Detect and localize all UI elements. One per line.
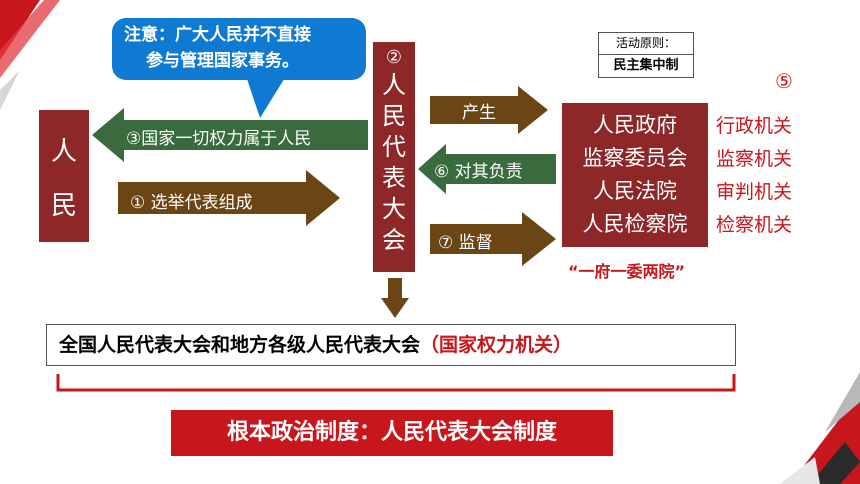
organ-type-procuratorial: 检察机关 (716, 214, 793, 236)
congress-box: 全国人民代表大会和地方各级人民代表大会（国家权力机关） (46, 324, 736, 366)
organ-type-judicial: 审判机关 (716, 181, 793, 203)
principle-title: 活动原则： (599, 33, 693, 55)
election-arrow (118, 170, 340, 226)
produce-arrow (430, 86, 548, 134)
people-char-1: 人 (50, 136, 77, 167)
principle-value: 民主集中制 (613, 58, 679, 73)
npc-char-1: 人 (382, 71, 406, 99)
power-arrow (92, 108, 368, 162)
note-callout: 注意：广大人民并不直接 参与管理国家事务。 (112, 18, 366, 80)
slogan: “一府一委两院” (568, 262, 686, 281)
congress-note: （国家权力机关） (420, 334, 573, 356)
principle-box: 活动原则： 民主集中制 (598, 32, 694, 78)
power-arrow-label: ③国家一切权力属于人民 (126, 129, 312, 149)
produce-arrow-label: 产生 (462, 103, 496, 123)
npc-number: ② (385, 47, 403, 68)
npc-char-3: 代 (382, 133, 406, 161)
election-arrow-label: ① 选举代表组成 (130, 193, 253, 213)
congress-main-text: 全国人民代表大会和地方各级人民代表大会 (59, 334, 421, 356)
down-arrow (381, 278, 409, 318)
callout-tail (246, 76, 286, 118)
note-line-2: 参与管理国家事务。 (146, 51, 299, 71)
supervise-arrow-label: ⑦ 监督 (438, 233, 493, 253)
organ-court: 人民法院 (593, 179, 677, 203)
npc-char-2: 民 (382, 102, 406, 130)
organ-type-administrative: 行政机关 (716, 115, 793, 137)
people-box: 人 民 (39, 110, 89, 242)
fundamental-system-box: 根本政治制度：人民代表大会制度 (171, 410, 613, 456)
organ-types: 行政机关 监察机关 审判机关 检察机关 (716, 110, 792, 242)
note-line-1: 注意：广大人民并不直接 (124, 25, 311, 45)
npc-char-5: 大 (382, 195, 406, 223)
responsible-arrow-label: ⑥ 对其负责 (434, 162, 523, 182)
npc-char-6: 会 (382, 226, 406, 254)
bottom-right-corner-decoration (770, 372, 860, 484)
state-organs-box: 人民政府 监察委员会 人民法院 人民检察院 (562, 103, 708, 247)
bracket (56, 374, 736, 392)
organ-type-supervisory: 监察机关 (716, 148, 793, 170)
npc-box: ② 人 民 代 表 大 会 (373, 42, 415, 272)
responsible-arrow (418, 144, 556, 194)
top-left-corner-decoration (0, 0, 70, 110)
npc-char-4: 表 (382, 164, 406, 192)
organ-supervision-commission: 监察委员会 (582, 146, 688, 170)
supervise-arrow (430, 212, 556, 266)
organs-number: ⑤ (775, 69, 793, 93)
people-char-2: 民 (50, 190, 77, 221)
organ-procuratorate: 人民检察院 (582, 212, 688, 236)
organ-government: 人民政府 (593, 113, 677, 137)
